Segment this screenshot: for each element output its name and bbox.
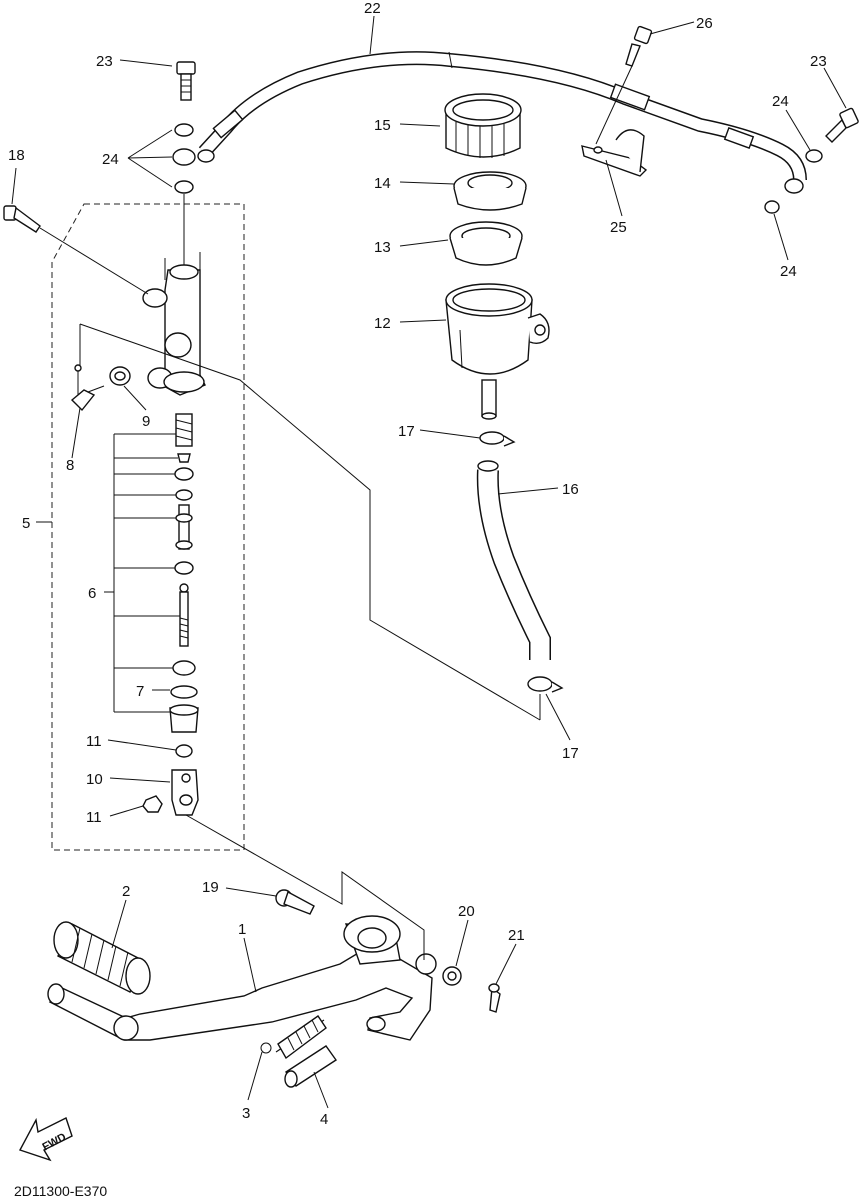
callout-24-right-bottom: 24	[780, 263, 797, 280]
callout-4: 4	[320, 1111, 328, 1128]
callout-24-right-top: 24	[772, 93, 789, 110]
callout-5: 5	[22, 515, 30, 532]
push-rod-clevis	[142, 744, 199, 816]
return-spring	[260, 1015, 327, 1060]
banjo-bolt-right	[764, 107, 859, 214]
callout-12: 12	[374, 315, 391, 332]
callout-17-lower: 17	[562, 745, 579, 762]
diaphragm-plate	[453, 171, 527, 211]
brake-pedal	[47, 915, 437, 1041]
callout-11-lower: 11	[86, 809, 102, 826]
callout-15: 15	[374, 117, 391, 134]
collar	[284, 1045, 337, 1088]
callout-20: 20	[458, 903, 475, 920]
pivot-pin	[275, 889, 315, 915]
callout-16: 16	[562, 481, 579, 498]
callout-13: 13	[374, 239, 391, 256]
brake-hose	[197, 51, 807, 194]
assembly-boundary	[51, 203, 245, 851]
callout-7: 7	[136, 683, 144, 700]
callout-6: 6	[88, 585, 96, 602]
callout-23-right: 23	[810, 53, 827, 70]
mounting-bolt	[3, 205, 41, 233]
hose-clamp-lower	[527, 676, 564, 693]
reference-code: 2D11300-E370	[14, 1183, 107, 1197]
master-cylinder-kit	[169, 413, 199, 733]
grommet	[109, 366, 131, 386]
callout-1: 1	[238, 921, 246, 938]
callout-23-left: 23	[96, 53, 113, 70]
hose-fitting	[70, 364, 105, 412]
banjo-bolt-left	[172, 61, 196, 265]
callout-19: 19	[202, 879, 219, 896]
leader-lines	[11, 15, 847, 1109]
callout-labels: 22 23 24 18 15 14 13 12 17 16 17 26 25 2…	[8, 0, 827, 1128]
callout-18: 18	[8, 147, 25, 164]
callout-25: 25	[610, 219, 627, 236]
hose-bracket	[581, 129, 648, 177]
callout-10: 10	[86, 771, 103, 788]
diaphragm	[449, 221, 523, 266]
callout-22: 22	[364, 0, 381, 17]
cotter-pin	[488, 983, 501, 1013]
reservoir-cap	[444, 93, 522, 158]
callout-11-upper: 11	[86, 733, 102, 750]
master-cylinder-body	[142, 252, 206, 396]
callout-17-upper: 17	[398, 423, 415, 440]
callout-8: 8	[66, 457, 74, 474]
callout-9: 9	[142, 413, 150, 430]
hose-clamp-upper	[479, 431, 516, 447]
fwd-arrow-icon: FWD	[18, 1117, 73, 1162]
reservoir-tank	[445, 283, 550, 420]
callout-2: 2	[122, 883, 130, 900]
callout-24-left: 24	[102, 151, 119, 168]
pedal-rubber	[53, 921, 151, 995]
callout-26: 26	[696, 15, 713, 32]
callout-21: 21	[508, 927, 525, 944]
plain-washer	[442, 966, 462, 986]
bracket-bolt	[625, 25, 653, 67]
callout-14: 14	[374, 175, 391, 192]
callout-3: 3	[242, 1105, 250, 1122]
reservoir-hose	[476, 460, 551, 660]
